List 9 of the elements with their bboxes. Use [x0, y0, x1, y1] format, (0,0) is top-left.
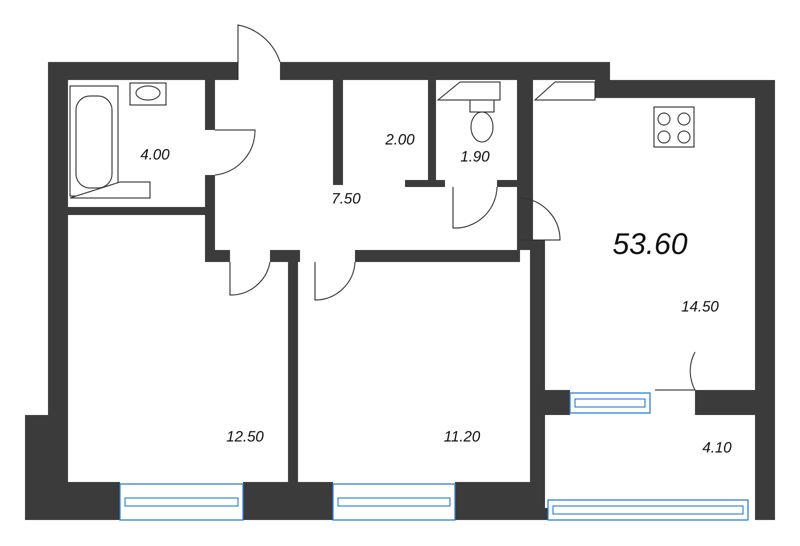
room-area-label: 2.00: [385, 132, 415, 148]
room-area-label: 4.00: [140, 148, 170, 162]
room-area-label: 11.20: [444, 430, 480, 444]
room-area-label: 12.50: [226, 430, 264, 444]
room-area-label: 1.90: [460, 150, 490, 164]
room-area-label: 53.60: [612, 230, 688, 260]
room-area-label: 14.50: [681, 300, 719, 314]
room-area-label: 7.50: [331, 192, 361, 206]
room-area-label: 4.10: [702, 440, 732, 456]
